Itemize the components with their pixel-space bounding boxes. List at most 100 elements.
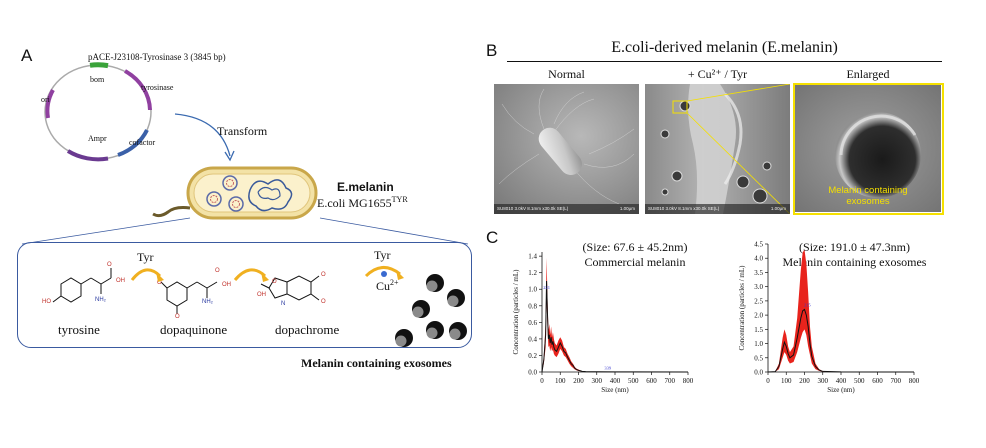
atom-label: O — [175, 314, 180, 320]
x-tick-label: 500 — [628, 377, 639, 385]
y-tick-label: 4.5 — [754, 241, 763, 249]
y-axis-label: Concentration (particles / mL) — [738, 265, 746, 351]
x-tick-label: 200 — [573, 377, 584, 385]
atom-label: O — [321, 272, 326, 278]
title-underline — [507, 61, 942, 62]
x-tick-label: 200 — [799, 377, 810, 385]
x-tick-label: 300 — [592, 377, 603, 385]
sem-caption: SU8010 3.0kV 8.1mm x30.0k SE(L) — [497, 206, 569, 211]
x-tick-label: 700 — [891, 377, 902, 385]
plasmid-feature-bom: bom — [90, 75, 105, 84]
x-tick-label: 800 — [683, 377, 694, 385]
sem-label-enlarged: Enlarged — [846, 67, 890, 81]
x-axis-label: Size (nm) — [601, 386, 629, 394]
chart2-title-block: (Size: 191.0 ± 47.3nm) Melanin containin… — [782, 240, 927, 270]
transform-label: Transform — [217, 124, 268, 138]
y-tick-label: 2.5 — [754, 297, 763, 305]
x-tick-label: 800 — [909, 377, 920, 385]
y-tick-label: 0.5 — [754, 354, 763, 362]
sem-scale: 1.00μm — [619, 206, 635, 211]
chart1-title: (Size: 67.6 ± 45.2nm) — [582, 240, 688, 254]
mean-line — [767, 308, 915, 373]
cofactor-label: Cu2+ — [376, 278, 399, 293]
atom-label: O — [321, 299, 326, 305]
x-tick-label: 700 — [665, 377, 676, 385]
sem-label-treated: + Cu²⁺ / Tyr — [687, 67, 748, 81]
cell-name: E.melanin — [337, 180, 394, 194]
inset-exosome-label: Melanin containing exosomes — [828, 185, 908, 207]
sem-label-normal: Normal — [548, 67, 585, 81]
x-tick-label: 100 — [555, 377, 566, 385]
panel-b-title: E.coli-derived melanin (E.melanin) — [611, 39, 838, 56]
peak-annotation: 339 — [604, 366, 612, 371]
error-band — [542, 257, 688, 372]
chart2-subtitle: Melanin containing exosomes — [782, 255, 927, 269]
exosome-label: Melanin containing exosomes — [301, 356, 452, 370]
y-tick-label: 1.4 — [528, 253, 537, 261]
atom-label: OH — [222, 282, 231, 288]
atom-label: O — [272, 279, 277, 285]
y-tick-label: 1.2 — [528, 269, 537, 277]
strain-label: E.coli MG1655TYR — [317, 195, 408, 210]
y-tick-label: 0.0 — [528, 369, 537, 377]
cofactor-segment — [117, 129, 149, 157]
atom-label: OH — [257, 292, 266, 298]
atom-label: N — [281, 301, 286, 307]
enzyme-label: Tyr — [137, 250, 154, 264]
x-tick-label: 300 — [818, 377, 829, 385]
chart-commercial-melanin: 0.0 0.2 0.4 0.6 0.8 1.0 1.2 1.4 0 100 200 300 400 500… — [512, 252, 694, 394]
sem-image-normal: SU8010 3.0kV 8.1mm x30.0k SE(L) 1.00μm — [494, 84, 639, 214]
x-tick-label: 0 — [766, 377, 770, 385]
peak-annotation: 215 — [804, 303, 812, 308]
atom-label: O — [215, 268, 220, 274]
y-tick-label: 1.0 — [528, 286, 537, 294]
plasmid-feature-tyrosinase: tyrosinase — [141, 83, 174, 92]
sem-scale: 1.00μm — [770, 206, 786, 211]
plasmid-title: pACE-J23108-Tyrosinase 3 (3845 bp) — [88, 52, 226, 62]
peak-annotation: 221 — [543, 285, 550, 290]
y-tick-label: 0.8 — [528, 302, 537, 310]
transform-arrow — [174, 113, 235, 162]
sem-image-treated: SU8010 3.0kV 8.1mm x30.0k SE(L) 1.00μm — [645, 84, 790, 214]
x-tick-label: 400 — [836, 377, 847, 385]
y-tick-label: 0.2 — [528, 352, 537, 360]
y-tick-label: 1.0 — [754, 340, 763, 348]
compound-dopaquinone: dopaquinone — [160, 322, 228, 337]
x-axis-label: Size (nm) — [827, 386, 855, 394]
bom-segment — [89, 62, 109, 69]
x-tick-label: 0 — [540, 377, 544, 385]
compound-dopachrome: dopachrome — [275, 322, 340, 337]
x-tick-label: 100 — [781, 377, 792, 385]
x-tick-label: 600 — [872, 377, 883, 385]
panel-letter-b: B — [486, 41, 498, 60]
atom-label: OH — [116, 278, 125, 284]
atom-label: HO — [42, 299, 51, 305]
atom-label: NH₂ — [202, 299, 213, 305]
y-tick-label: 1.5 — [754, 326, 763, 334]
sem-caption: SU8010 3.0kV 8.1mm x30.0k SE(L) — [648, 206, 720, 211]
mean-line — [541, 280, 689, 373]
ampr-segment — [66, 149, 109, 162]
plasmid-map — [44, 62, 152, 162]
error-band — [768, 249, 914, 372]
sem-image-enlarged: Melanin containing exosomes — [793, 83, 944, 215]
plasmid-feature-cofactor: cofactor — [129, 138, 156, 147]
enzyme-label-step3: Tyr — [374, 248, 391, 262]
atom-label: O — [157, 280, 162, 286]
pathway-box — [17, 242, 472, 348]
y-tick-label: 3.0 — [754, 283, 763, 291]
panel-letter-a: A — [21, 46, 33, 65]
x-tick-label: 400 — [610, 377, 621, 385]
ori-segment — [45, 89, 55, 119]
y-tick-label: 0.0 — [754, 369, 763, 377]
plasmid-feature-ori: ori — [41, 95, 50, 104]
y-tick-label: 0.6 — [528, 319, 537, 327]
y-tick-label: 2.0 — [754, 312, 763, 320]
exosome-spheres — [395, 274, 467, 347]
y-tick-label: 0.4 — [528, 335, 537, 343]
tyrosinase-segment — [123, 69, 152, 111]
atom-label: O — [107, 262, 112, 268]
